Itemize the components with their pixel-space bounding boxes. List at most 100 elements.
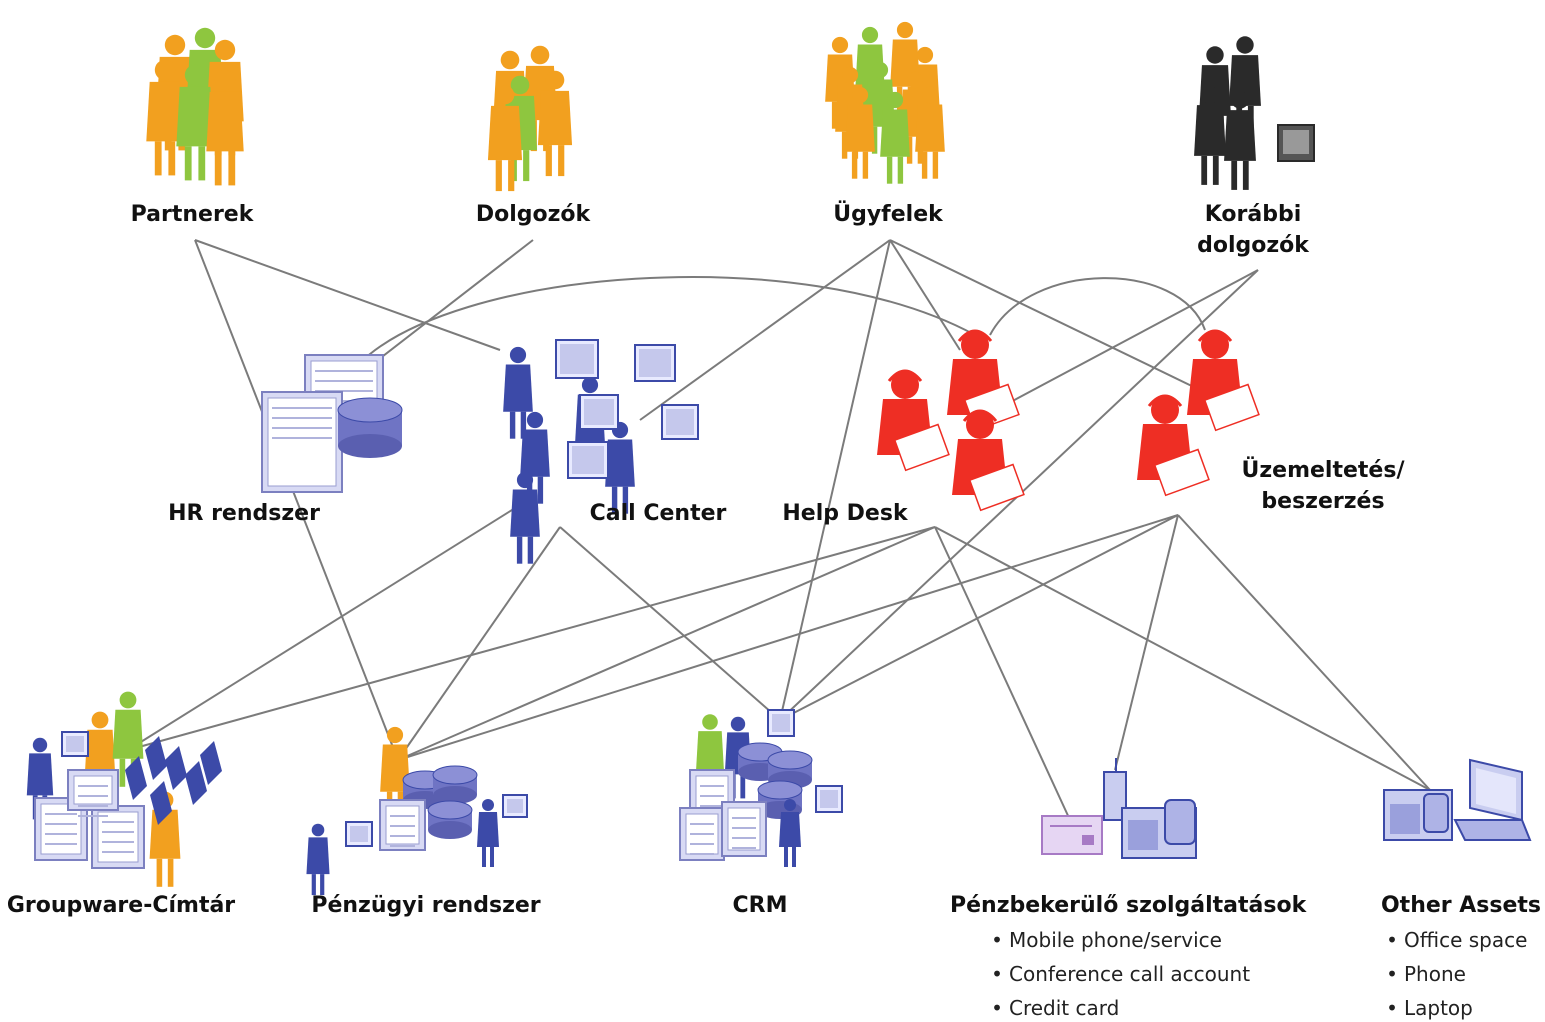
label-hr-text: HR rendszer: [168, 501, 320, 526]
label-other-assets: Other Assets: [1378, 890, 1544, 921]
person-figure: [503, 346, 533, 439]
phone-card-icon: [1041, 758, 1197, 859]
document-frame: [67, 769, 119, 817]
monitor: [661, 404, 699, 440]
label-uzemeltetes-line1: Üzemeltetés/: [1241, 458, 1405, 483]
connector-arc: [357, 276, 976, 366]
agent-figure: [1187, 329, 1260, 432]
monitor: [567, 441, 609, 479]
document-frame: [721, 801, 767, 857]
person-figure: [605, 421, 635, 514]
monitor: [61, 731, 89, 757]
people-crowd-icon: [825, 21, 945, 184]
connector-line: [559, 526, 781, 721]
crm-icon: [679, 709, 843, 867]
person-figure: [537, 70, 573, 177]
monitor: [579, 394, 619, 430]
monitor: [555, 339, 599, 379]
help-desk-agents-icon: [877, 329, 1025, 512]
connector-line: [397, 526, 561, 761]
connector-line: [934, 526, 1431, 791]
connector-line: [397, 514, 1179, 761]
connector-line: [194, 239, 399, 761]
people-group-icon: [146, 27, 244, 186]
label-helpdesk: Help Desk: [770, 498, 920, 529]
person-figure: [306, 823, 330, 896]
label-crm: CRM: [720, 890, 800, 921]
monitor: [815, 785, 843, 813]
connector-line: [639, 239, 891, 421]
other-assets-list: Office space Phone Laptop: [1380, 923, 1527, 1022]
connector-arc: [989, 277, 1206, 336]
panel: [200, 741, 222, 785]
people-group-icon: [487, 45, 573, 192]
person-figure: [915, 86, 945, 179]
panel: [150, 781, 172, 825]
connector-line: [127, 504, 521, 751]
database: [767, 750, 813, 789]
person-figure: [146, 59, 184, 176]
label-uzemeltetes-line2: beszerzés: [1261, 489, 1385, 514]
other-assets-item: Phone: [1380, 957, 1527, 991]
groupware-icon: [26, 691, 222, 887]
label-callcenter: Call Center: [578, 498, 738, 529]
person-figure: [845, 86, 875, 179]
laptop-phone-icon: [1383, 758, 1532, 841]
connector-line: [889, 239, 961, 351]
call-center-icon: [503, 339, 699, 564]
connector-line: [889, 239, 1201, 391]
label-uzemeltetes: Üzemeltetés/ beszerzés: [1228, 455, 1418, 517]
label-crm-text: CRM: [732, 893, 788, 918]
connector-line: [1004, 269, 1259, 406]
other-assets-item: Office space: [1380, 923, 1527, 957]
other-assets-item: Laptop: [1380, 991, 1527, 1022]
connector-line: [779, 514, 1179, 721]
label-dolgozok-text: Dolgozók: [475, 202, 591, 227]
penzbekerulo-list: Mobile phone/service Conference call acc…: [985, 923, 1250, 1022]
monitor: [634, 344, 676, 382]
label-dolgozok: Dolgozók: [453, 199, 613, 230]
connector-line: [194, 239, 501, 351]
document-frame: [679, 807, 725, 861]
monitor: [767, 709, 795, 737]
person-figure: [206, 69, 244, 186]
label-groupware-text: Groupware-Címtár: [6, 893, 236, 918]
label-helpdesk-text: Help Desk: [782, 501, 908, 526]
person-figure: [487, 85, 523, 192]
label-penzbekerulo: Pénzbekerülő szolgáltatások: [950, 890, 1307, 921]
person-figure: [510, 471, 540, 564]
person-figure: [779, 799, 801, 867]
person-figure: [84, 711, 116, 807]
monitor: [502, 794, 528, 818]
penzbekerulo-item: Mobile phone/service: [985, 923, 1250, 957]
person-figure: [477, 799, 499, 867]
database: [427, 800, 473, 839]
person-figure: [1224, 91, 1256, 190]
panel: [165, 746, 187, 790]
penzbekerulo-item: Credit card: [985, 991, 1250, 1022]
label-ugyfelek-text: Ügyfelek: [833, 202, 943, 227]
label-penzugyi-text: Pénzügyi rendszer: [311, 893, 541, 918]
connector-line: [1114, 514, 1179, 771]
label-other-assets-text: Other Assets: [1380, 893, 1542, 918]
label-korabbi: Korábbi dolgozók: [1173, 199, 1333, 261]
panel: [185, 761, 207, 805]
penzbekerulo-item: Conference call account: [985, 957, 1250, 991]
label-korabbi-line2: dolgozók: [1197, 233, 1309, 258]
finance-system-icon: [306, 726, 528, 896]
label-groupware: Groupware-Címtár: [6, 890, 236, 921]
connector-line: [364, 239, 534, 371]
document-frame: [261, 391, 343, 493]
person-figure: [176, 64, 214, 181]
document-frame: [379, 799, 426, 851]
label-callcenter-text: Call Center: [589, 501, 727, 526]
label-penzbekerulo-text: Pénzbekerülő szolgáltatások: [950, 893, 1307, 918]
person-figure: [880, 91, 910, 184]
person-figure: [1194, 86, 1226, 185]
panel: [125, 756, 147, 800]
agent-figure: [952, 409, 1025, 512]
label-partnerek-text: Partnerek: [130, 202, 254, 227]
